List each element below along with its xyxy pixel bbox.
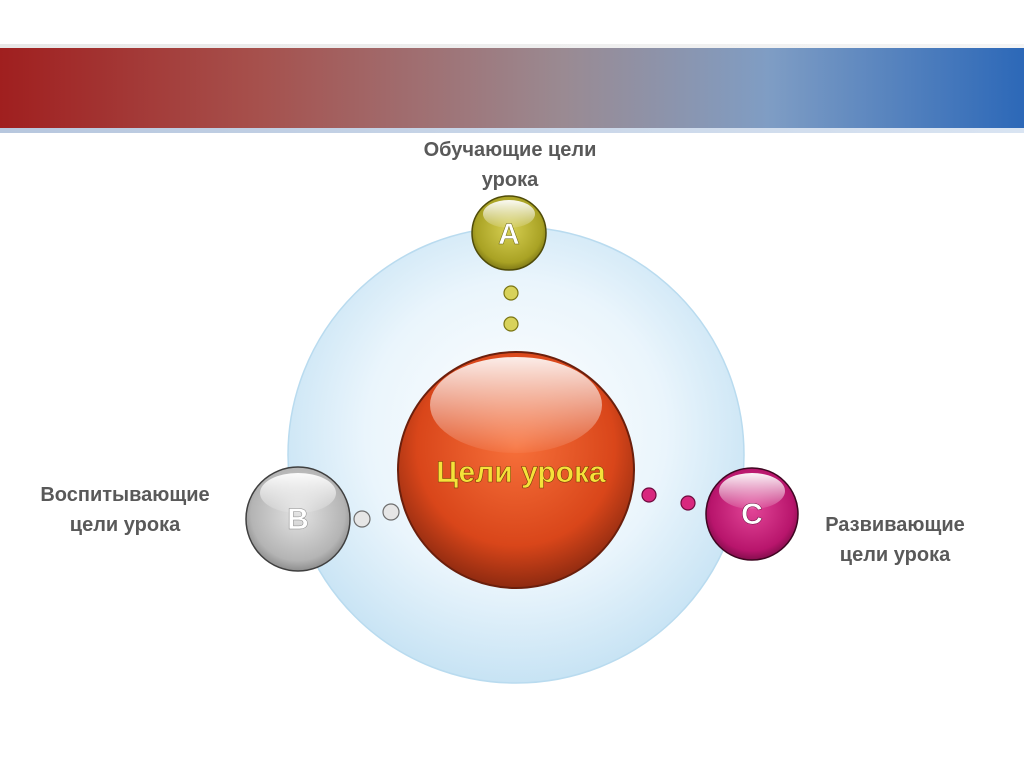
node-b-caption: Воспитывающие цели урока [40,484,210,536]
node-a-caption: Обучающие цели урока [423,139,597,191]
connector-dots-c [641,487,696,511]
node-a-letter: A [498,218,520,251]
node-c-sphere [705,467,799,561]
center-sphere [397,351,635,589]
node-a-sphere [471,195,547,271]
connector-dots-a [503,285,519,332]
node-b-letter: B [287,503,309,536]
node-b-sphere [245,466,351,572]
node-c-caption: Развивающие цели урока [825,514,965,566]
node-c-letter: C [741,498,763,531]
center-label: Цели урока [436,456,606,489]
connector-dots-b [353,503,400,528]
header-gradient-band [0,44,1024,133]
